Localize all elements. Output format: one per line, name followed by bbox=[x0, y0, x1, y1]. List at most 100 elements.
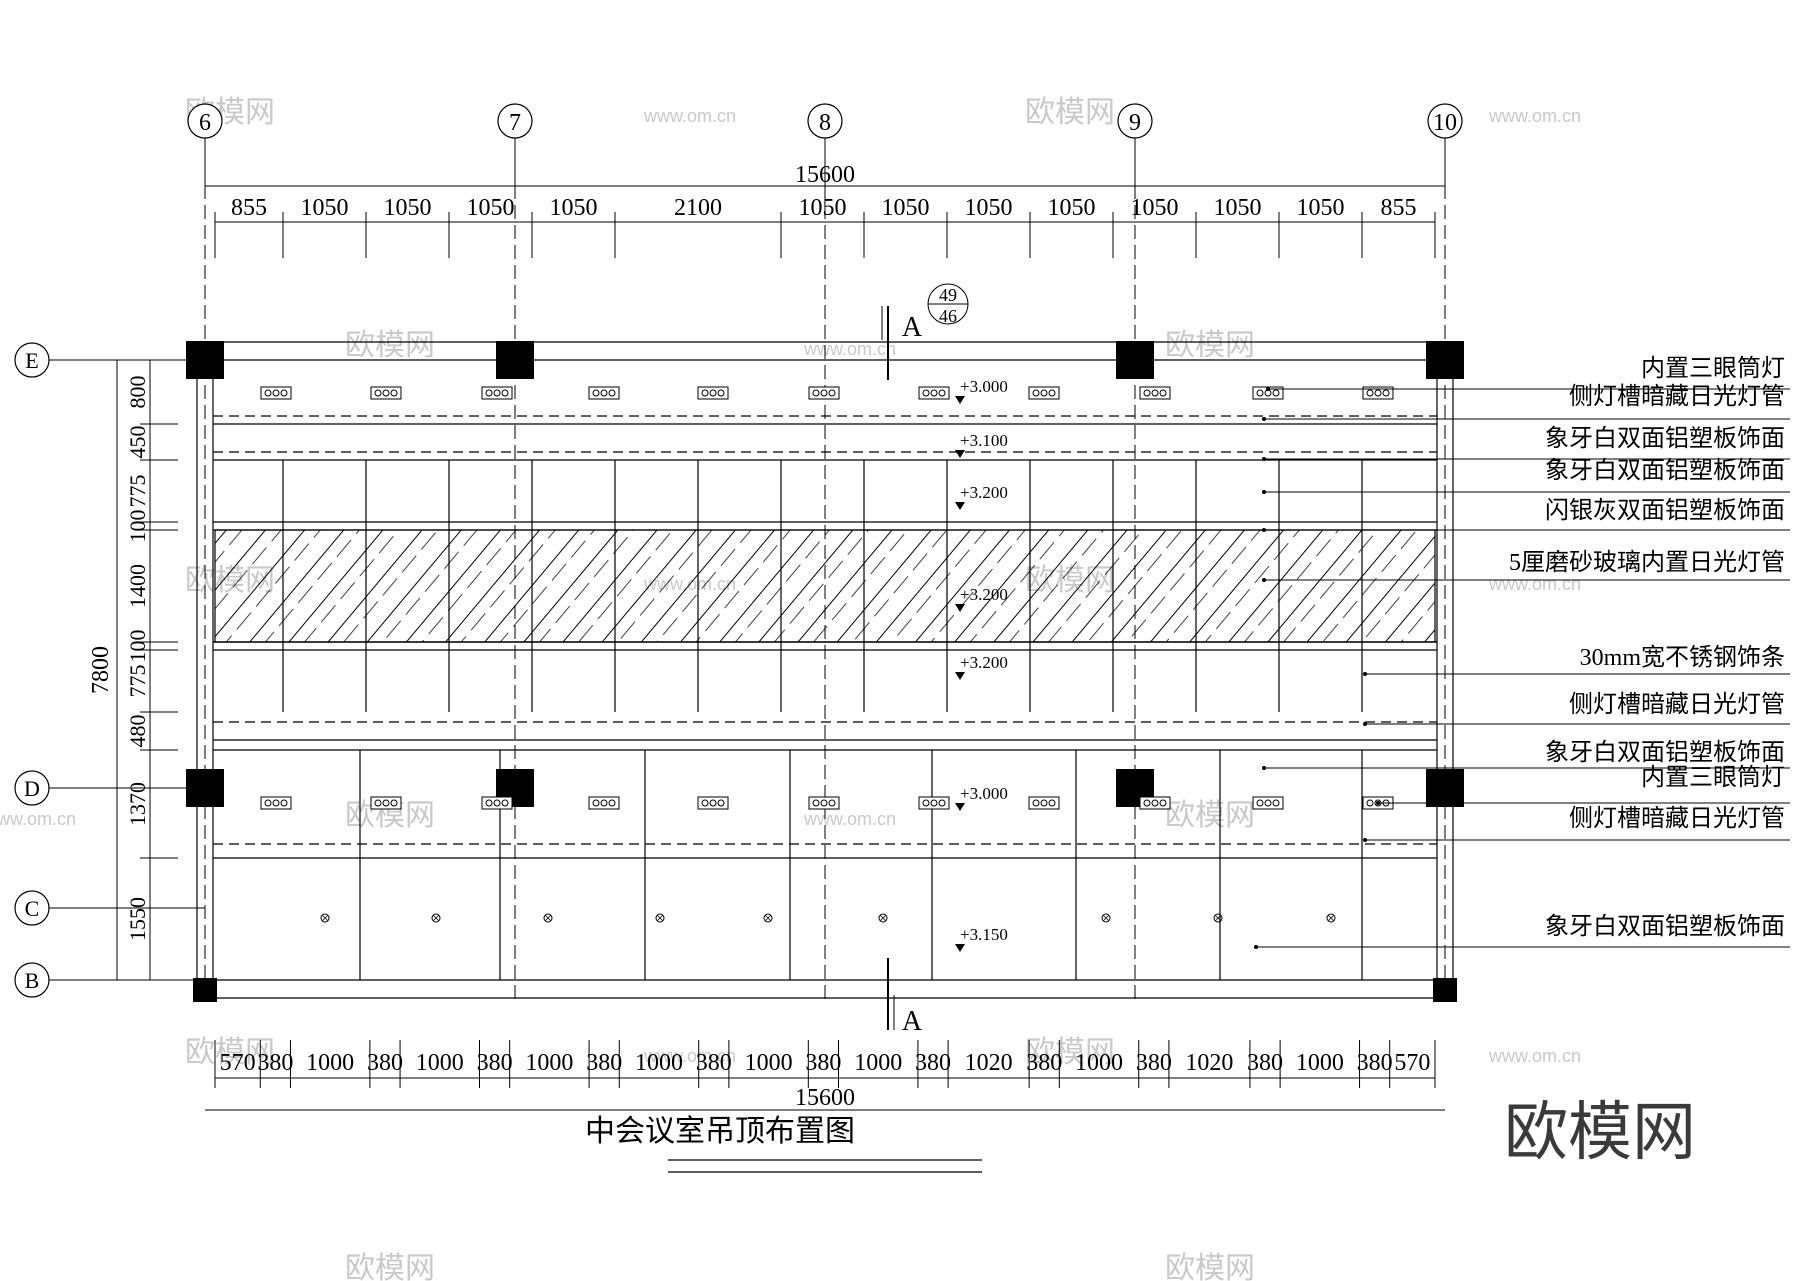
downlight-eye bbox=[374, 389, 382, 397]
downlight-eye bbox=[820, 389, 828, 397]
spot-cross bbox=[432, 914, 440, 922]
downlight-eye bbox=[592, 799, 600, 807]
callout-text: 5厘磨砂玻璃内置日光灯管 bbox=[1509, 549, 1785, 576]
dim-value: 380 bbox=[367, 1050, 403, 1076]
downlight-eye bbox=[600, 389, 608, 397]
downlight-eye bbox=[264, 389, 272, 397]
downlight-eye bbox=[1256, 389, 1264, 397]
dim-value: 1000 bbox=[525, 1050, 573, 1076]
callout-dot bbox=[1363, 838, 1367, 842]
downlight-eye bbox=[812, 389, 820, 397]
dim-value: 380 bbox=[1357, 1050, 1393, 1076]
downlight-eye bbox=[264, 799, 272, 807]
downlight-eye bbox=[501, 799, 509, 807]
callout-text: 30mm宽不锈钢饰条 bbox=[1580, 644, 1785, 671]
grid-bubble-label: 9 bbox=[1129, 110, 1141, 136]
dim-value: 1000 bbox=[1075, 1050, 1123, 1076]
downlight-eye bbox=[1374, 389, 1382, 397]
dim-value: 1050 bbox=[1214, 195, 1262, 221]
elevation-triangle bbox=[955, 502, 965, 510]
spot-cross bbox=[1214, 914, 1222, 922]
spot-cross bbox=[321, 914, 329, 922]
section-letter: A bbox=[902, 1006, 923, 1037]
three-eye-downlight bbox=[918, 386, 950, 400]
spot-ring bbox=[763, 913, 773, 923]
callout: 侧灯槽暗藏日光灯管 bbox=[1363, 691, 1790, 726]
dim-value: 380 bbox=[1026, 1050, 1062, 1076]
dim-value: 1000 bbox=[306, 1050, 354, 1076]
downlight-eye bbox=[1272, 389, 1280, 397]
dim-value: 100 bbox=[125, 510, 150, 543]
dim-value: 480 bbox=[125, 715, 150, 748]
ceiling-plan: +3.000+3.100+3.200+3.200+3.200+3.000+3.1… bbox=[186, 341, 1464, 1002]
three-eye-downlight bbox=[481, 386, 513, 400]
structural-column bbox=[193, 978, 217, 1002]
dim-value: 1050 bbox=[965, 195, 1013, 221]
elevation-triangle bbox=[955, 672, 965, 680]
downlight-eye bbox=[493, 389, 501, 397]
watermark-url: www.om.cn bbox=[1488, 1046, 1581, 1066]
downlight-eye bbox=[382, 389, 390, 397]
spot-ring bbox=[1326, 913, 1336, 923]
callout: 30mm宽不锈钢饰条 bbox=[1363, 644, 1790, 676]
dim-value: 800 bbox=[125, 376, 150, 409]
material-callouts: 内置三眼筒灯侧灯槽暗藏日光灯管象牙白双面铝塑板饰面象牙白双面铝塑板饰面闪银灰双面… bbox=[1254, 355, 1790, 949]
dim-value: 380 bbox=[1247, 1050, 1283, 1076]
spot-light bbox=[763, 913, 773, 923]
spot-light bbox=[878, 913, 888, 923]
callout-text: 象牙白双面铝塑板饰面 bbox=[1545, 913, 1785, 940]
downlight-eye bbox=[930, 799, 938, 807]
downlight-eye bbox=[1048, 799, 1056, 807]
downlight-eye bbox=[608, 799, 616, 807]
dim-value: 570 bbox=[220, 1050, 256, 1076]
downlight-eye bbox=[828, 389, 836, 397]
dim-value: 570 bbox=[1394, 1050, 1430, 1076]
dim-value: 855 bbox=[231, 195, 267, 221]
three-eye-downlight bbox=[1139, 796, 1171, 810]
elevation-triangle bbox=[955, 944, 965, 952]
spot-ring bbox=[431, 913, 441, 923]
elevation-value: +3.200 bbox=[960, 483, 1008, 502]
elevation-mark: +3.200 bbox=[955, 483, 1008, 510]
downlight-eye bbox=[709, 799, 717, 807]
dim-value: 1550 bbox=[125, 897, 150, 941]
downlight-eye bbox=[1032, 799, 1040, 807]
watermark-url: www.om.cn bbox=[803, 809, 896, 829]
downlight-eye bbox=[1366, 799, 1374, 807]
downlight-eye bbox=[717, 389, 725, 397]
dim-value: 1050 bbox=[1131, 195, 1179, 221]
elevation-mark: +3.150 bbox=[955, 925, 1008, 952]
elevation-mark: +3.100 bbox=[955, 431, 1008, 458]
dim-total: 7800 bbox=[88, 646, 114, 694]
downlight-eye bbox=[485, 389, 493, 397]
downlight-eye bbox=[1151, 389, 1159, 397]
three-eye-downlight bbox=[588, 796, 620, 810]
callout-text: 闪银灰双面铝塑板饰面 bbox=[1545, 497, 1785, 524]
dim-value: 2100 bbox=[674, 195, 722, 221]
section-ref-bottom: 46 bbox=[939, 306, 957, 326]
structural-column bbox=[1116, 341, 1154, 379]
structural-column bbox=[1426, 769, 1464, 807]
callout-dot bbox=[1262, 457, 1266, 461]
dim-value: 450 bbox=[125, 426, 150, 459]
downlight-eye bbox=[930, 389, 938, 397]
spot-ring bbox=[320, 913, 330, 923]
downlight-eye bbox=[272, 389, 280, 397]
grid-bubble-label: B bbox=[25, 968, 40, 993]
downlight-eye bbox=[390, 389, 398, 397]
dim-value: 1050 bbox=[799, 195, 847, 221]
callout-dot bbox=[1262, 528, 1266, 532]
callout: 5厘磨砂玻璃内置日光灯管 bbox=[1262, 549, 1790, 582]
dim-value: 1020 bbox=[965, 1050, 1013, 1076]
drawing-title: 中会议室吊顶布置图 bbox=[585, 1115, 855, 1148]
callout: 象牙白双面铝塑板饰面 bbox=[1262, 457, 1790, 494]
dim-value: 1050 bbox=[882, 195, 930, 221]
watermark-text: 欧模网 bbox=[345, 329, 435, 362]
watermark-url: www.om.cn bbox=[803, 339, 896, 359]
section-ref-top: 49 bbox=[939, 285, 957, 305]
downlight-eye bbox=[280, 799, 288, 807]
spot-ring bbox=[655, 913, 665, 923]
downlight-eye bbox=[1159, 389, 1167, 397]
